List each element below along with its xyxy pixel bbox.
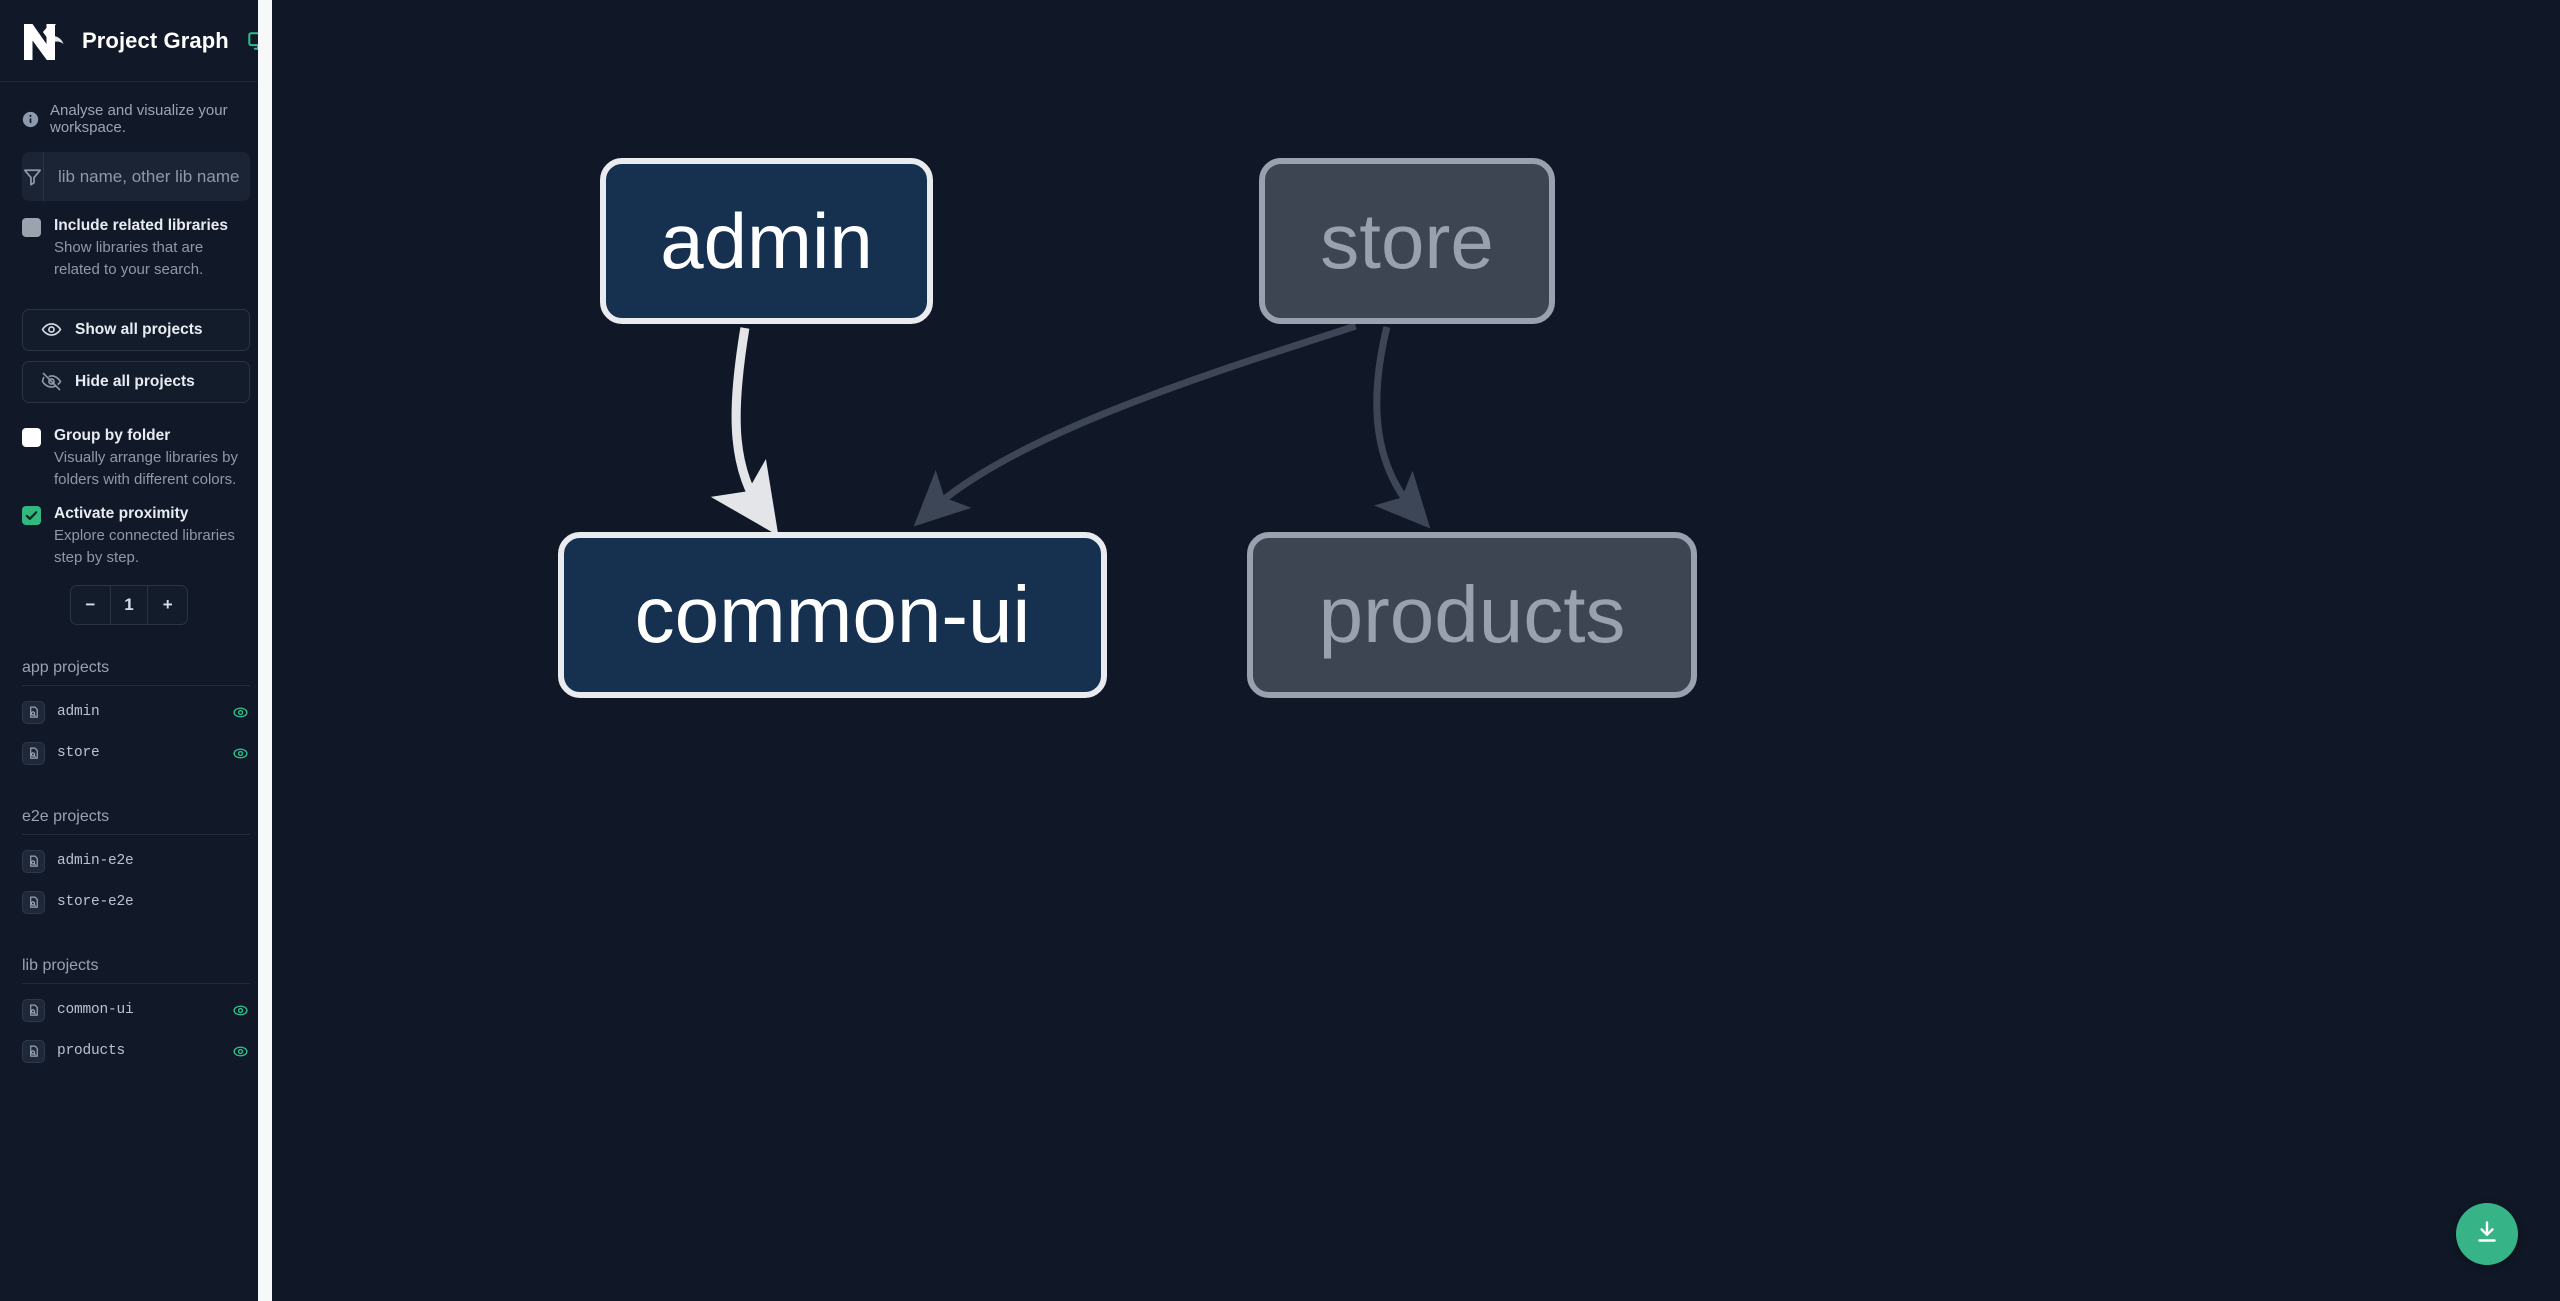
graph-node-label: admin (660, 197, 873, 285)
activate-proximity-desc: Explore connected libraries step by step… (54, 527, 235, 567)
graph-node-label: products (1318, 570, 1626, 659)
show-all-projects-button[interactable]: Show all projects (22, 308, 250, 351)
nx-logo-icon (22, 20, 68, 62)
project-name: admin (57, 704, 100, 721)
activate-proximity-label: Activate proximity (54, 504, 189, 522)
edge-store-to-common-ui (913, 322, 1357, 527)
project-name: store-e2e (57, 894, 134, 911)
sidebar-header: Project Graph (0, 0, 272, 82)
section-title: lib projects (22, 956, 99, 974)
tagline-text: Analyse and visualize your workspace. (50, 102, 228, 136)
graph-node-common-ui[interactable]: common-ui (558, 532, 1107, 698)
graph-node-store[interactable]: store (1259, 158, 1555, 324)
eye-icon[interactable] (231, 1042, 250, 1061)
hide-all-projects-button[interactable]: Hide all projects (22, 360, 250, 403)
graph-edges-layer (710, 322, 1431, 536)
eye-icon[interactable] (231, 1001, 250, 1020)
divider (22, 833, 250, 835)
sidebar-item-store[interactable]: store (22, 733, 250, 774)
tagline: Analyse and visualize your workspace. (0, 82, 272, 152)
option-group-by-folder[interactable]: Group by folder Visually arrange librari… (22, 425, 250, 491)
group-by-folder-label: Group by folder (54, 426, 171, 444)
divider (22, 982, 250, 984)
graph-node-admin[interactable]: admin (600, 158, 933, 324)
hide-all-projects-label: Hide all projects (75, 372, 195, 390)
sidebar-body: Include related libraries Show libraries… (0, 152, 272, 1072)
project-icon (22, 1039, 45, 1063)
download-icon (2473, 1218, 2501, 1251)
sidebar-item-admin[interactable]: admin (22, 692, 250, 733)
page-title: Project Graph (82, 27, 229, 53)
section-title: app projects (22, 658, 110, 676)
edge-store-to-products (1373, 326, 1431, 529)
proximity-decrement-button[interactable]: − (85, 594, 96, 614)
graph-canvas[interactable]: admin store common-ui products (272, 0, 2560, 1301)
project-icon (22, 849, 45, 873)
info-circle-icon (22, 111, 39, 128)
option-include-related-libraries[interactable]: Include related libraries Show libraries… (22, 215, 250, 281)
section-title: e2e projects (22, 807, 110, 825)
graph-node-products[interactable]: products (1247, 532, 1697, 698)
project-name: admin-e2e (57, 853, 134, 870)
eye-off-icon (41, 371, 62, 392)
filter-funnel-icon (22, 152, 44, 201)
project-icon (22, 700, 45, 724)
download-graph-button[interactable] (2456, 1203, 2518, 1265)
include-related-libraries-desc: Show libraries that are related to your … (54, 239, 204, 279)
project-icon (22, 890, 45, 914)
section-e2e-projects: e2e projects admin-e2e (22, 808, 250, 923)
spacer (22, 287, 250, 309)
project-name: store (57, 745, 100, 762)
show-all-projects-label: Show all projects (75, 320, 203, 338)
proximity-increment-button[interactable]: + (162, 594, 173, 614)
edge-admin-to-common-ui (710, 327, 779, 536)
activate-proximity-checkbox[interactable] (22, 505, 41, 525)
section-app-projects: app projects admin (22, 659, 250, 774)
eye-icon[interactable] (231, 744, 250, 763)
project-icon (22, 741, 45, 765)
section-lib-projects: lib projects common-ui (22, 957, 250, 1072)
proximity-stepper[interactable]: − 1 + (70, 584, 188, 625)
group-by-folder-desc: Visually arrange libraries by folders wi… (54, 449, 238, 489)
search-filter-box[interactable] (22, 152, 250, 201)
option-activate-proximity[interactable]: Activate proximity Explore connected lib… (22, 503, 250, 569)
sidebar-item-common-ui[interactable]: common-ui (22, 990, 250, 1031)
sidebar-scroll-area: Project Graph Analyse and visual (0, 0, 272, 1301)
include-related-libraries-label: Include related libraries (54, 217, 229, 234)
proximity-value: 1 (109, 585, 149, 624)
graph-node-label: common-ui (634, 570, 1031, 659)
eye-icon (41, 319, 62, 340)
project-icon (22, 998, 45, 1022)
sidebar-item-store-e2e[interactable]: store-e2e (22, 882, 250, 923)
project-name: products (57, 1043, 126, 1060)
sidebar: Project Graph Analyse and visual (0, 0, 272, 1301)
spacer (22, 403, 250, 425)
divider (22, 684, 250, 686)
project-name: common-ui (57, 1002, 134, 1019)
include-related-libraries-checkbox[interactable] (22, 218, 41, 237)
sidebar-item-products[interactable]: products (22, 1031, 250, 1072)
sidebar-item-admin-e2e[interactable]: admin-e2e (22, 841, 250, 882)
search-input[interactable] (44, 152, 250, 201)
sidebar-scrollbar[interactable] (258, 0, 272, 1301)
graph-node-label: store (1320, 197, 1494, 285)
group-by-folder-checkbox[interactable] (22, 427, 41, 447)
eye-icon[interactable] (231, 703, 250, 722)
